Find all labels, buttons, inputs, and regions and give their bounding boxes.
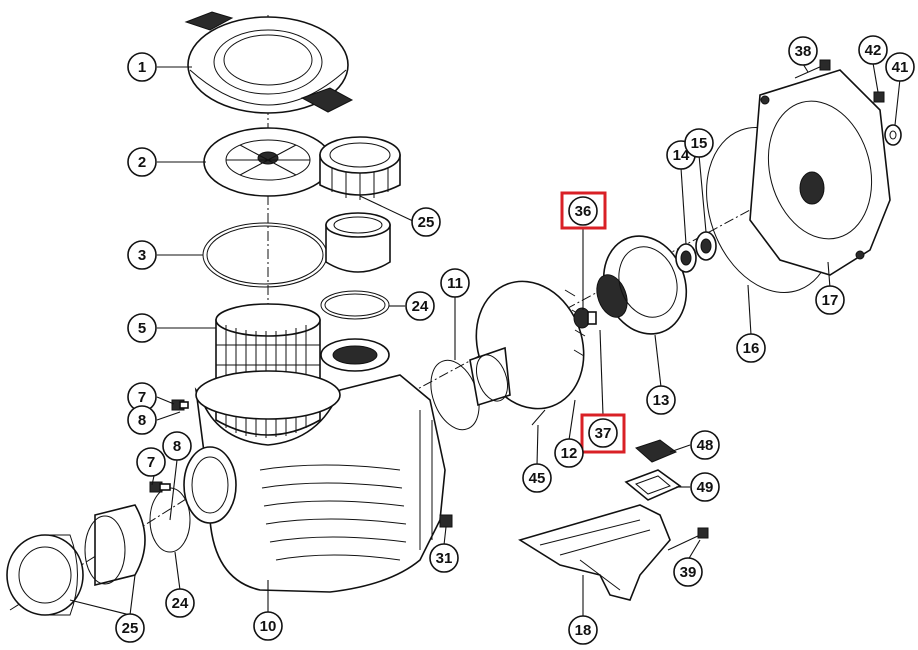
part-nut-42 [873,91,885,103]
highlight-boxes [560,191,626,454]
svg-text:37: 37 [595,425,612,442]
svg-text:5: 5 [138,320,146,337]
svg-text:38: 38 [795,43,812,60]
callout-49: 49 [690,472,720,502]
svg-text:3: 3 [138,247,146,264]
part-drain-plug-upper [171,399,189,411]
svg-text:8: 8 [138,412,146,429]
svg-text:15: 15 [691,135,708,152]
part-outlet-port [320,338,390,372]
svg-text:14: 14 [673,147,690,164]
svg-text:13: 13 [653,392,670,409]
svg-text:10: 10 [260,618,277,635]
callout-45: 45 [522,463,552,493]
callout-39: 39 [673,557,703,587]
callout-24-upper: 24 [405,291,435,321]
callout-17: 17 [815,285,845,315]
part-pump-housing [183,370,446,593]
svg-text:24: 24 [412,298,429,315]
svg-text:25: 25 [418,214,435,231]
callout-41: 41 [885,52,915,82]
part-lid [184,11,354,114]
svg-text:12: 12 [561,445,578,462]
svg-text:49: 49 [697,479,714,496]
svg-text:31: 31 [436,550,453,567]
part-union-tail-lower [84,504,146,587]
callout-8-lower: 8 [162,431,192,461]
svg-text:7: 7 [147,454,155,471]
part-union-tail-upper [325,212,391,273]
part-union-nut-upper [319,136,401,200]
callout-10: 10 [253,611,283,641]
callout-48: 48 [690,430,720,460]
part-base-pad-49 [624,469,682,501]
highlight-box-37 [580,413,626,454]
part-drain-plug-lower [149,481,171,493]
svg-text:25: 25 [122,620,139,637]
callout-15: 15 [684,128,714,158]
part-lid-oring [202,222,328,288]
callout-13: 13 [646,385,676,415]
part-seal-seat [695,231,717,261]
svg-text:36: 36 [575,203,592,220]
callout-markers: 1 2 3 5 7 8 7 8 24 24 25 25 10 11 12 13 … [115,35,915,645]
callout-5: 5 [127,313,157,343]
callout-16: 16 [736,333,766,363]
part-union-oring-upper [320,290,390,320]
svg-text:41: 41 [892,59,909,76]
part-washer-41 [884,124,902,146]
svg-text:1: 1 [138,59,146,76]
svg-text:8: 8 [173,438,181,455]
callout-42: 42 [858,35,888,65]
callout-7-lower: 7 [136,447,166,477]
callout-11: 11 [440,268,470,298]
callout-18: 18 [568,615,598,645]
callout-36: 36 [568,196,598,226]
part-bolt-38 [794,59,831,79]
callout-38: 38 [788,36,818,66]
part-motor-base [518,504,671,601]
callout-2: 2 [127,147,157,177]
callout-25-lower: 25 [115,613,145,643]
leader-lines [69,62,901,617]
part-union-nut-lower [6,534,84,616]
callout-24-lower: 24 [165,588,195,618]
svg-text:18: 18 [575,622,592,639]
part-base-pad-48 [635,439,677,463]
part-mechanical-seal [675,243,697,273]
svg-text:24: 24 [172,595,189,612]
svg-text:11: 11 [447,275,463,292]
part-impeller-nut [573,307,597,329]
part-impeller [596,235,688,335]
svg-text:42: 42 [865,42,882,59]
highlight-box-36 [560,191,607,230]
svg-text:2: 2 [138,154,146,171]
svg-text:17: 17 [822,292,839,309]
callout-31: 31 [429,543,459,573]
callout-1: 1 [127,52,157,82]
svg-text:7: 7 [138,389,146,406]
callout-3: 3 [127,240,157,270]
part-diffuser [469,280,586,410]
svg-text:45: 45 [529,470,546,487]
part-screw-45 [531,409,546,426]
part-bolt-39 [667,527,709,551]
callout-8-upper: 8 [127,405,157,435]
svg-text:48: 48 [697,437,714,454]
callout-37: 37 [588,418,618,448]
part-cover-plate [203,127,333,197]
callout-25-upper: 25 [411,207,441,237]
part-nut-31 [439,514,453,528]
svg-text:16: 16 [743,340,760,357]
part-seal-plate [749,69,891,276]
svg-text:39: 39 [680,564,697,581]
callout-12: 12 [554,438,584,468]
